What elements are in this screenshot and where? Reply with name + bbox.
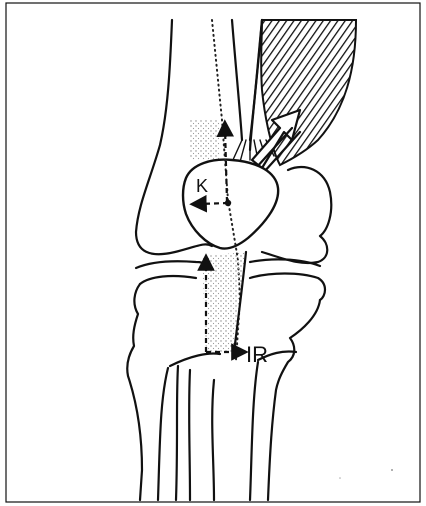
tibia-lateral-side	[268, 300, 320, 500]
tibia-inner-medial	[212, 380, 214, 500]
scan-speck	[339, 477, 341, 479]
tibial-tubercle	[170, 354, 220, 367]
tibia-inner-left	[189, 370, 190, 500]
fibula-right	[176, 366, 178, 500]
internal-rotation-label: IR	[246, 342, 268, 367]
medial-meniscus	[136, 261, 207, 268]
fibula-left	[158, 368, 168, 500]
patella-center-dot	[225, 200, 231, 206]
lateral-meniscus	[250, 259, 320, 266]
quadriceps-tendon-left	[232, 20, 242, 140]
quadriceps-tendon-right	[250, 20, 262, 150]
tibia-medial-side	[127, 284, 142, 500]
scan-speck	[391, 469, 393, 471]
trochlear-stipple	[190, 120, 220, 160]
patella-vector-label: K	[196, 176, 208, 196]
tibia-inner-right	[250, 362, 258, 500]
